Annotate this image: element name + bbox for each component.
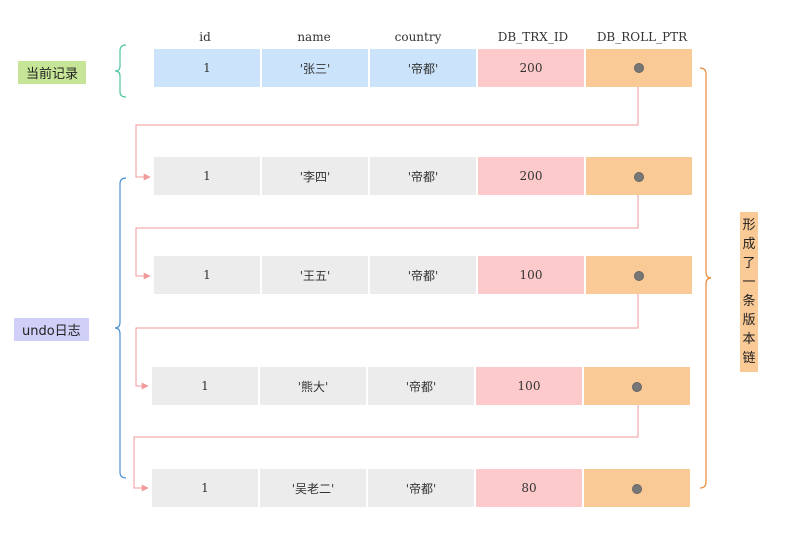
pointer-dot bbox=[632, 382, 642, 392]
undo-log-row: 1 '王五' '帝都' 100 bbox=[154, 256, 692, 294]
cell-db-roll-ptr bbox=[586, 49, 692, 87]
current-record-label: 当前记录 bbox=[18, 61, 87, 84]
cell-db-trx-id: 200 bbox=[478, 49, 584, 87]
pointer-arrow-1 bbox=[135, 72, 639, 181]
cell-id: 1 bbox=[152, 469, 258, 507]
pointer-dot bbox=[634, 271, 644, 281]
cell-db-roll-ptr bbox=[586, 157, 692, 195]
cell-name: '王五' bbox=[262, 256, 368, 294]
cell-name: '李四' bbox=[262, 157, 368, 195]
current-record-row: 1 '张三' '帝都' 200 bbox=[154, 49, 692, 87]
header-db-trx-id: DB_TRX_ID bbox=[497, 30, 569, 44]
cell-db-trx-id: 100 bbox=[478, 256, 584, 294]
pointer-dot bbox=[634, 63, 644, 73]
undo-log-label: undo日志 bbox=[14, 318, 89, 341]
cell-country: '帝都' bbox=[370, 49, 476, 87]
current-record-bracket bbox=[114, 44, 127, 98]
cell-id: 1 bbox=[154, 157, 260, 195]
cell-country: '帝都' bbox=[370, 256, 476, 294]
header-db-roll-ptr: DB_ROLL_PTR bbox=[596, 30, 688, 44]
cell-country: '帝都' bbox=[370, 157, 476, 195]
version-chain-label-text: 形成了一条版本链 bbox=[742, 218, 756, 366]
cell-db-roll-ptr bbox=[586, 256, 692, 294]
header-country: country bbox=[394, 30, 442, 44]
cell-id: 1 bbox=[154, 49, 260, 87]
header-id: id bbox=[199, 30, 211, 44]
cell-db-trx-id: 80 bbox=[476, 469, 582, 507]
cell-db-trx-id: 100 bbox=[476, 367, 582, 405]
cell-db-trx-id: 200 bbox=[478, 157, 584, 195]
cell-name: '吴老二' bbox=[260, 469, 366, 507]
cell-country: '帝都' bbox=[368, 367, 474, 405]
undo-log-bracket bbox=[114, 177, 127, 479]
version-chain-label: 形成了一条版本链 bbox=[740, 212, 758, 372]
pointer-dot bbox=[634, 172, 644, 182]
cell-name: '张三' bbox=[262, 49, 368, 87]
pointer-dot bbox=[632, 484, 642, 494]
cell-id: 1 bbox=[152, 367, 258, 405]
cell-name: '熊大' bbox=[260, 367, 366, 405]
cell-db-roll-ptr bbox=[584, 469, 690, 507]
undo-log-row: 1 '熊大' '帝都' 100 bbox=[152, 367, 690, 405]
chain-bracket bbox=[699, 67, 712, 489]
undo-log-row: 1 '吴老二' '帝都' 80 bbox=[152, 469, 690, 507]
undo-log-row: 1 '李四' '帝都' 200 bbox=[154, 157, 692, 195]
header-name: name bbox=[297, 30, 331, 44]
cell-db-roll-ptr bbox=[584, 367, 690, 405]
cell-id: 1 bbox=[154, 256, 260, 294]
pointer-arrow-2 bbox=[135, 177, 639, 280]
pointer-arrow-3 bbox=[135, 276, 639, 390]
cell-country: '帝都' bbox=[368, 469, 474, 507]
